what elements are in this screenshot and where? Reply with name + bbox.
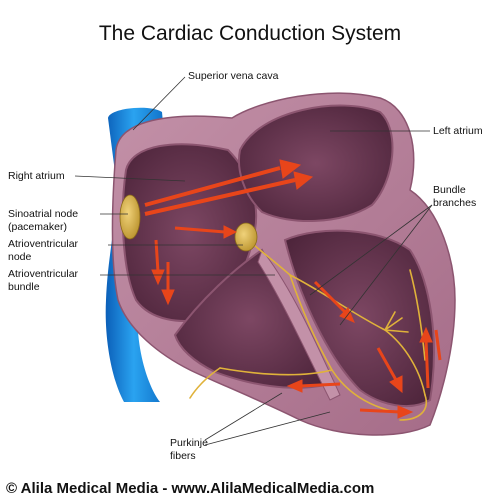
left-atrium-chamber bbox=[238, 104, 394, 223]
page-title: The Cardiac Conduction System bbox=[98, 22, 402, 45]
arrowhead-8 bbox=[286, 379, 303, 393]
label-purkinje-2: fibers bbox=[170, 450, 196, 462]
purkinje-fiber-1 bbox=[384, 311, 409, 333]
purkinje-fiber-5 bbox=[409, 269, 426, 361]
arrow-bundle-down bbox=[313, 280, 347, 314]
sinoatrial-node bbox=[119, 194, 141, 240]
arrow-sa-to-av bbox=[174, 226, 226, 234]
leader-purkinje-1 bbox=[204, 392, 283, 441]
arrow-lv-wall-up bbox=[434, 329, 442, 361]
leader-lines bbox=[74, 76, 433, 446]
label-purkinje-1: Purkinje bbox=[170, 437, 208, 449]
leader-bundle-2 bbox=[339, 204, 433, 326]
arrowhead-6 bbox=[339, 307, 355, 323]
conduction-arrows bbox=[144, 159, 442, 419]
leader-vena-cava bbox=[132, 76, 186, 131]
arrowhead-5 bbox=[161, 289, 175, 306]
arrowhead-7 bbox=[419, 326, 433, 343]
purkinje-fiber-2 bbox=[399, 394, 427, 421]
conduction-fibers bbox=[189, 239, 427, 421]
arrowhead-10 bbox=[389, 375, 403, 394]
arrowhead-1 bbox=[279, 159, 302, 179]
label-bundle-branches-1: Bundle bbox=[433, 184, 466, 196]
arrow-lv-upper bbox=[376, 347, 398, 381]
label-sa-node-1: Sinoatrial node bbox=[8, 208, 79, 220]
arrowhead-4 bbox=[151, 269, 165, 286]
label-av-node-1: Atrioventricular bbox=[8, 238, 79, 250]
arrowhead-2 bbox=[293, 171, 314, 190]
leader-bundle-1 bbox=[309, 204, 433, 296]
label-superior-vena-cava: Superior vena cava bbox=[188, 70, 279, 82]
label-right-atrium: Right atrium bbox=[8, 170, 65, 182]
arrowhead-9 bbox=[397, 405, 414, 419]
left-ventricle-chamber bbox=[283, 229, 435, 408]
label-sa-node-2: (pacemaker) bbox=[8, 221, 67, 233]
copyright-footer: © Alila Medical Media - www.AlilaMedical… bbox=[6, 480, 375, 497]
arrow-sa-to-la-upper bbox=[144, 166, 281, 207]
label-av-bundle-2: bundle bbox=[8, 281, 40, 293]
purkinje-fiber-4 bbox=[189, 367, 221, 399]
arrow-sa-to-la-lower bbox=[144, 178, 296, 216]
label-av-node-2: node bbox=[8, 251, 32, 263]
atrioventricular-node bbox=[234, 222, 258, 252]
arrow-rv-apex bbox=[359, 408, 401, 414]
arrow-lv-apex-up bbox=[424, 339, 430, 389]
interventricular-septum bbox=[257, 248, 341, 401]
leader-right-atrium bbox=[74, 175, 186, 182]
arrow-rv-left bbox=[299, 382, 341, 388]
leader-purkinje-2 bbox=[204, 411, 331, 446]
purkinje-fiber-3 bbox=[219, 367, 333, 376]
arrowhead-3 bbox=[223, 225, 238, 239]
label-left-atrium: Left atrium bbox=[433, 125, 483, 137]
label-bundle-branches-2: branches bbox=[433, 197, 477, 209]
label-av-bundle-1: Atrioventricular bbox=[8, 268, 79, 280]
